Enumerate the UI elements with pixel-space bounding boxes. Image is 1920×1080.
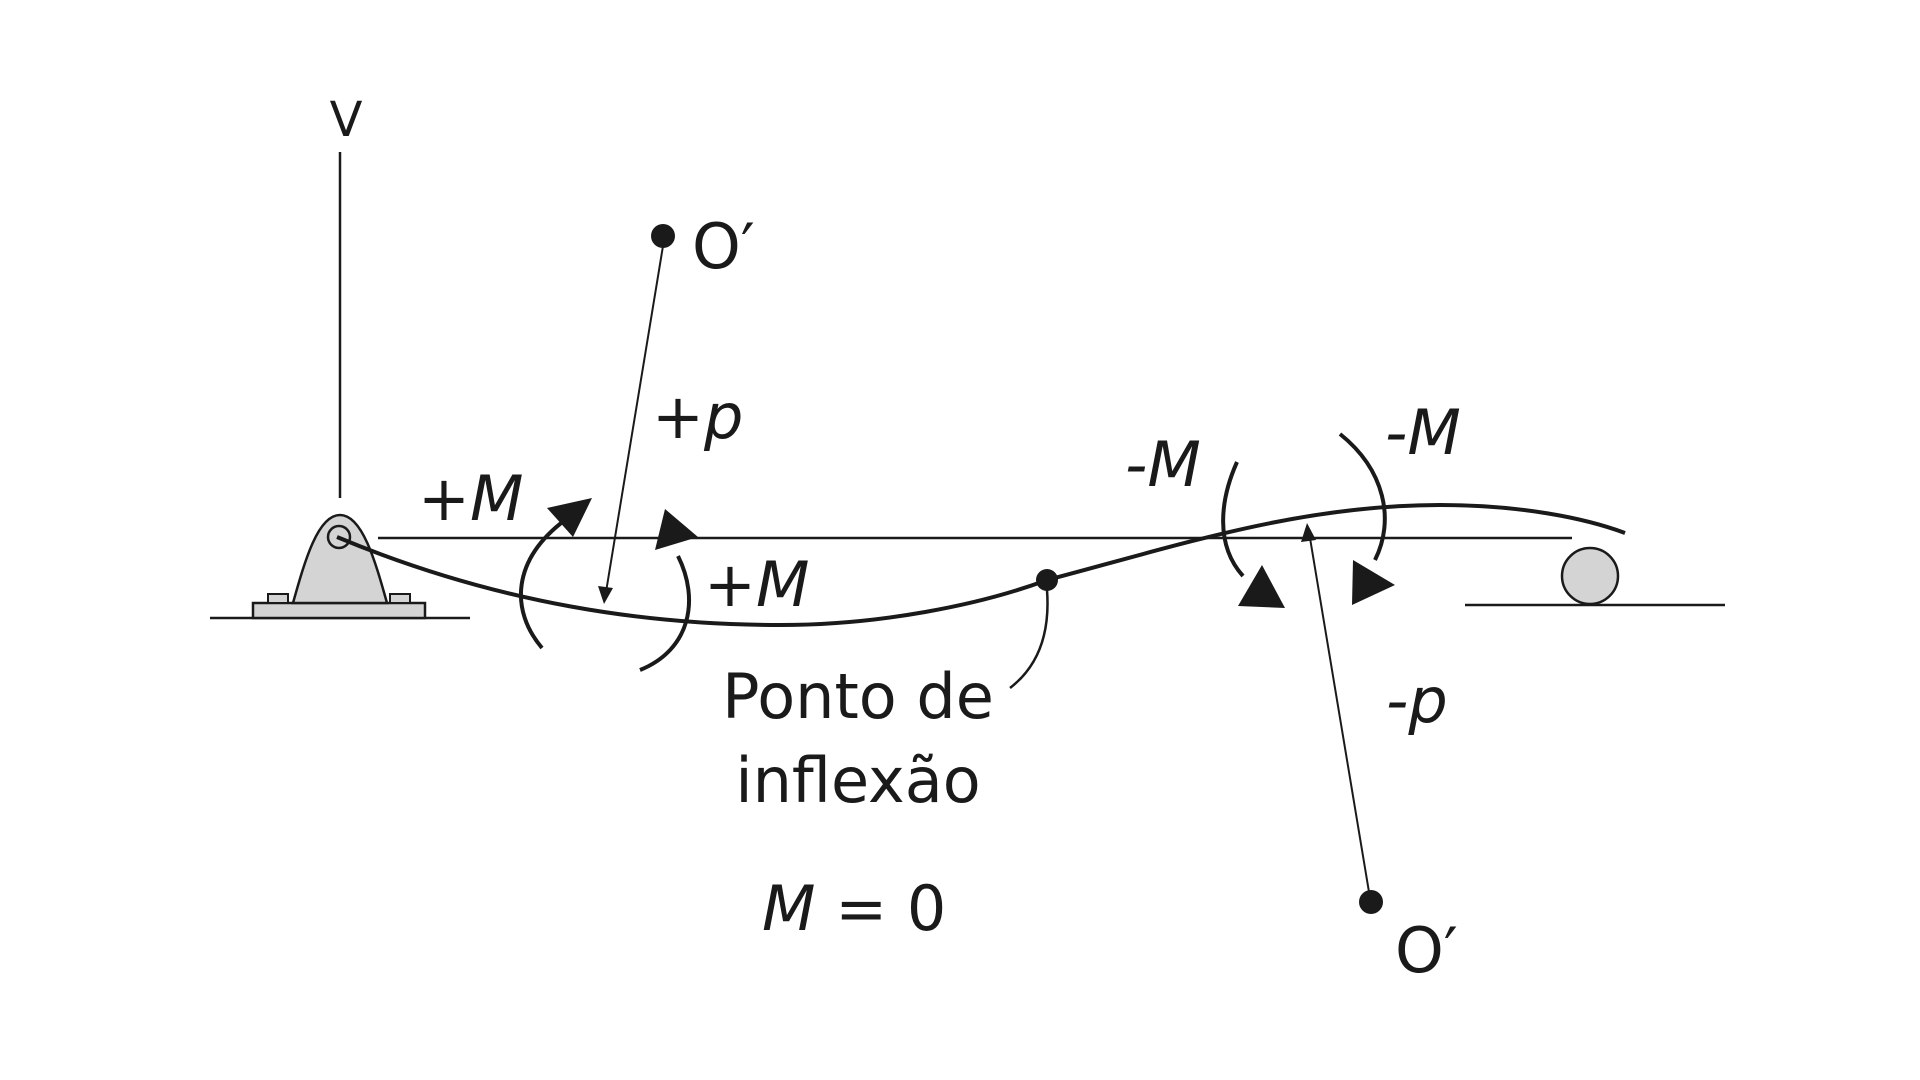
curvature-center-bottom-marker: [1359, 890, 1383, 914]
positive-moment-arrow-left: [519, 498, 592, 650]
positive-moment-label-left: +M: [418, 462, 523, 535]
vertical-label: V: [330, 92, 363, 148]
inflection-caption-line2: inflexão: [735, 744, 980, 817]
negative-moment-arrow-left: [1221, 461, 1285, 608]
curvature-center-top-label: O′: [692, 210, 755, 283]
curvature-center-top-marker: [651, 224, 675, 248]
moment-zero-equation: M = 0: [762, 872, 946, 945]
inflection-leader-line: [1009, 589, 1049, 689]
moment-zero-variable: M: [762, 872, 816, 945]
radius-positive-label: +p: [652, 380, 743, 453]
roller-support: [1560, 546, 1620, 606]
negative-moment-arrow-right: [1338, 432, 1395, 605]
radius-line-negative: [1309, 537, 1370, 893]
radius-line-positive: [605, 245, 664, 593]
radius-arrowhead-positive: [598, 586, 613, 604]
pin-support: [251, 513, 427, 620]
positive-moment-label-right: +M: [704, 548, 809, 621]
positive-moment-arrow-right: [639, 509, 698, 672]
radius-arrowhead-negative: [1301, 523, 1316, 542]
inflection-point-marker: [1036, 569, 1058, 591]
radius-negative-label: -p: [1386, 664, 1448, 737]
negative-moment-label-right: -M: [1385, 396, 1461, 469]
inflection-caption-line1: Ponto de: [722, 660, 994, 733]
deflected-beam-curve: [336, 502, 1626, 628]
negative-moment-label-left: -M: [1125, 428, 1201, 501]
curvature-center-bottom-label: O′: [1395, 914, 1458, 987]
moment-zero-value: = 0: [816, 872, 947, 945]
